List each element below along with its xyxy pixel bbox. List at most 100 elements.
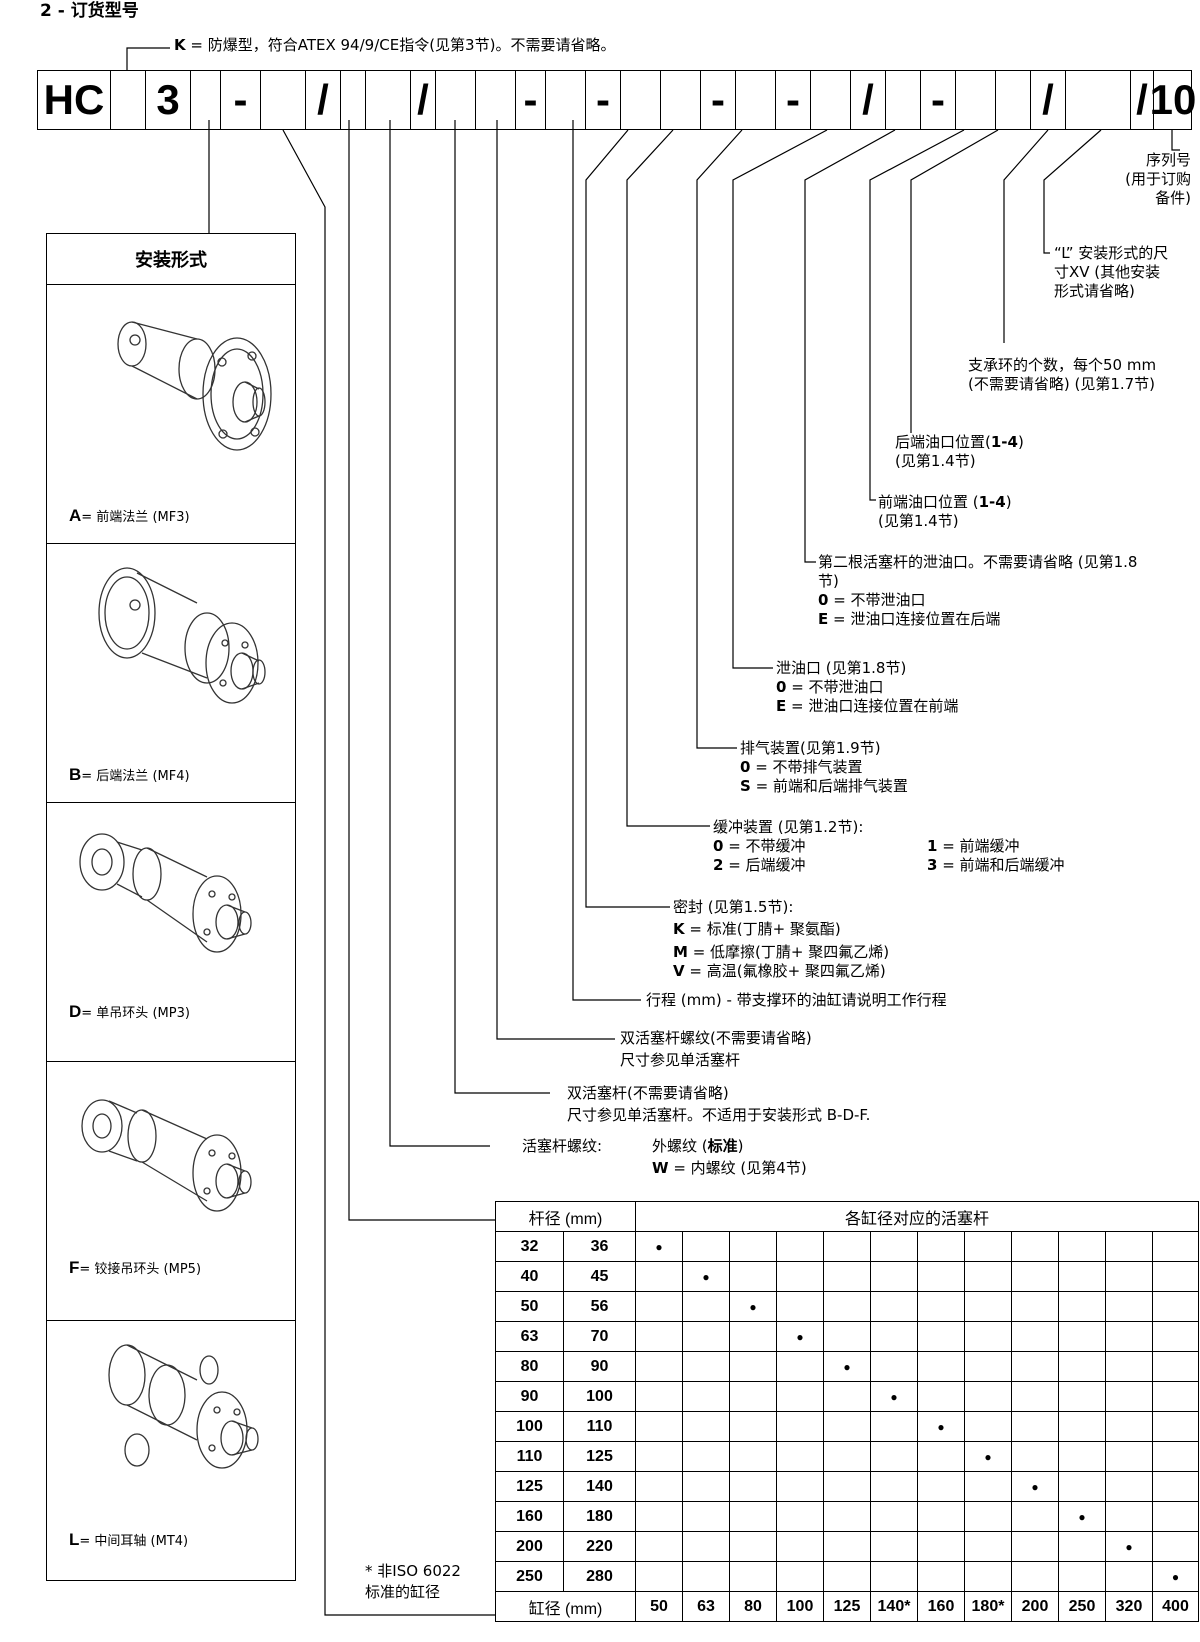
availability-cell bbox=[1058, 1231, 1106, 1262]
availability-cell bbox=[1011, 1561, 1059, 1592]
opt-text: = 不带泄油口 bbox=[786, 678, 884, 696]
availability-cell bbox=[1058, 1291, 1106, 1322]
code-K: K bbox=[673, 920, 685, 938]
non-iso-line1: * 非ISO 6022 bbox=[365, 1562, 461, 1580]
availability-cell bbox=[682, 1291, 730, 1322]
availability-dot: ● bbox=[870, 1381, 918, 1412]
availability-cell bbox=[823, 1411, 871, 1442]
availability-cell bbox=[635, 1291, 683, 1322]
table-header-row: 杆径 (mm) 各缸径对应的活塞杆 bbox=[495, 1201, 1199, 1232]
availability-cell bbox=[1105, 1561, 1153, 1592]
rod-dia-alt-cell: 45 bbox=[563, 1261, 636, 1292]
xv-line3: 形式请省略) bbox=[1054, 282, 1135, 300]
rod-dia-cell: 200 bbox=[495, 1531, 564, 1562]
bore-cell: 80 bbox=[729, 1591, 777, 1622]
bore-cell: 50 bbox=[635, 1591, 683, 1622]
code-cell-5: - bbox=[220, 70, 260, 130]
double-thread-line2: 尺寸参见单活塞杆 bbox=[620, 1051, 741, 1069]
second-drain-block: 第二根活塞杆的泄油口。不需要请省略 (见第1.8 节) 0 = 不带泄油口 E … bbox=[818, 553, 1137, 629]
code-cell-10: / bbox=[410, 70, 435, 130]
bleed-title: 排气装置(见第1.9节) bbox=[740, 739, 881, 757]
code-0: 0 bbox=[818, 591, 829, 609]
mount-letter: B bbox=[69, 765, 82, 784]
availability-cell bbox=[1152, 1471, 1199, 1502]
code-E: E bbox=[818, 610, 829, 628]
code-1: 1 bbox=[927, 837, 938, 855]
rod-dia-cell: 32 bbox=[495, 1231, 564, 1262]
drain-title: 泄油口 (见第1.8节) bbox=[776, 659, 907, 677]
mount-item-B: B= 后端法兰 (MF4) bbox=[47, 543, 295, 803]
rod-dia-cell: 50 bbox=[495, 1291, 564, 1322]
availability-cell bbox=[917, 1231, 965, 1262]
availability-cell bbox=[682, 1561, 730, 1592]
availability-cell bbox=[729, 1501, 777, 1532]
availability-cell bbox=[917, 1351, 965, 1382]
availability-cell bbox=[870, 1561, 918, 1592]
double-thread-line1: 双活塞杆螺纹(不需要请省略) bbox=[620, 1029, 812, 1047]
availability-cell bbox=[1105, 1381, 1153, 1412]
availability-cell bbox=[776, 1381, 824, 1412]
availability-cell bbox=[1152, 1261, 1199, 1292]
availability-dot: ● bbox=[776, 1321, 824, 1352]
availability-cell bbox=[1105, 1411, 1153, 1442]
availability-dot: ● bbox=[964, 1441, 1012, 1472]
availability-cell bbox=[1058, 1531, 1106, 1562]
availability-cell bbox=[1011, 1381, 1059, 1412]
availability-cell bbox=[823, 1471, 871, 1502]
front-flange-cylinder-icon bbox=[117, 321, 272, 451]
mount-letter: A bbox=[69, 506, 82, 525]
code-cell-30: 10 bbox=[1150, 70, 1196, 130]
availability-cell bbox=[1105, 1501, 1153, 1532]
opt-text: = 内螺纹 (见第4节) bbox=[668, 1159, 807, 1177]
rod-dia-alt-cell: 180 bbox=[563, 1501, 636, 1532]
availability-cell bbox=[729, 1441, 777, 1472]
availability-cell bbox=[870, 1531, 918, 1562]
availability-cell bbox=[1105, 1471, 1153, 1502]
opt-text: = 后端缓冲 bbox=[723, 856, 806, 874]
cushion-title: 缓冲装置 (见第1.2节): bbox=[713, 818, 864, 836]
code-cell-7: / bbox=[305, 70, 340, 130]
availability-cell bbox=[682, 1531, 730, 1562]
bore-cell: 160 bbox=[917, 1591, 965, 1622]
availability-cell bbox=[964, 1561, 1012, 1592]
rod-dia-cell: 90 bbox=[495, 1381, 564, 1412]
availability-cell bbox=[823, 1381, 871, 1412]
mount-text: = 后端法兰 (MF4) bbox=[81, 769, 190, 784]
availability-cell bbox=[1011, 1261, 1059, 1292]
drain-opt0: 0 = 不带泄油口 bbox=[776, 678, 958, 697]
code-cell-4 bbox=[190, 70, 220, 130]
availability-cell bbox=[776, 1501, 824, 1532]
rod-dia-alt-cell: 220 bbox=[563, 1531, 636, 1562]
bore-cell: 100 bbox=[776, 1591, 824, 1622]
availability-cell bbox=[776, 1291, 824, 1322]
availability-cell bbox=[1011, 1231, 1059, 1262]
availability-cell bbox=[1058, 1441, 1106, 1472]
rod-thread-std: 外螺纹 (标准) bbox=[652, 1137, 807, 1156]
mount-text: = 前端法兰 (MF3) bbox=[81, 510, 190, 525]
bore-cell: 320 bbox=[1105, 1591, 1153, 1622]
seals-optV: V = 高温(氟橡胶+ 聚四氟乙烯) bbox=[673, 962, 889, 981]
availability-cell bbox=[729, 1471, 777, 1502]
availability-cell bbox=[1152, 1351, 1199, 1382]
availability-cell bbox=[1058, 1261, 1106, 1292]
code-cell-18: - bbox=[700, 70, 735, 130]
availability-cell bbox=[635, 1351, 683, 1382]
serial-line2: (用于订购 bbox=[1125, 170, 1191, 188]
availability-cell bbox=[776, 1351, 824, 1382]
availability-cell bbox=[729, 1411, 777, 1442]
opt-text: = 不带排气装置 bbox=[750, 758, 863, 776]
availability-cell bbox=[823, 1501, 871, 1532]
code-cell-16 bbox=[620, 70, 660, 130]
serial-line1: 序列号 bbox=[1145, 151, 1191, 169]
availability-cell bbox=[823, 1321, 871, 1352]
availability-cell bbox=[1152, 1411, 1199, 1442]
code-cell-2 bbox=[110, 70, 145, 130]
rod-dia-cell: 63 bbox=[495, 1321, 564, 1352]
availability-cell bbox=[964, 1411, 1012, 1442]
code-cell-22: / bbox=[850, 70, 885, 130]
rod-thread-title: 活塞杆螺纹: bbox=[522, 1137, 603, 1155]
second-drain-opt0: 0 = 不带泄油口 bbox=[818, 591, 1137, 610]
